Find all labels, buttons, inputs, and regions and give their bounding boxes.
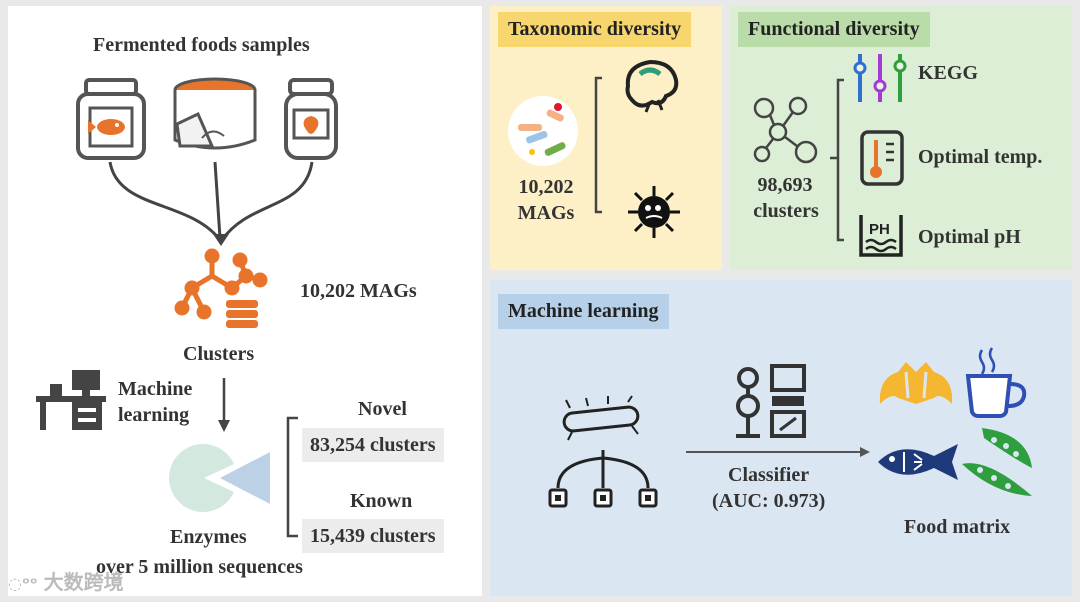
taxonomic-bracket bbox=[594, 76, 602, 214]
thermometer-icon bbox=[860, 130, 904, 186]
desk-computer-icon bbox=[36, 370, 106, 430]
functional-bracket bbox=[830, 78, 844, 242]
optimal-temp-label: Optimal temp. bbox=[918, 146, 1043, 168]
auc-label: (AUC: 0.973) bbox=[712, 490, 826, 512]
fungus-icon bbox=[625, 59, 679, 113]
converging-arrows bbox=[108, 161, 314, 246]
fermented-foods-title: Fermented foods samples bbox=[93, 34, 310, 56]
ph-icon-text: PH bbox=[869, 221, 890, 238]
taxonomic-title: Taxonomic diversity bbox=[498, 12, 692, 47]
classifier-label: Classifier bbox=[728, 464, 810, 486]
virus-icon bbox=[628, 186, 680, 238]
bacterium-tree-icon bbox=[548, 395, 658, 508]
known-count: 15,439 clusters bbox=[302, 519, 444, 553]
kegg-label: KEGG bbox=[918, 62, 979, 84]
jar-strawberry-icon bbox=[284, 78, 338, 160]
novel-count: 83,254 clusters bbox=[302, 428, 444, 462]
jar-fish-icon bbox=[76, 78, 146, 160]
machine-learning-label: Machine learning bbox=[118, 378, 193, 426]
ph-beaker-icon: PH bbox=[859, 215, 903, 257]
mags-count: 10,202 MAGs bbox=[300, 280, 417, 302]
functional-unit: clusters bbox=[753, 200, 819, 222]
clusters-label: Clusters bbox=[183, 343, 255, 365]
kegg-sliders-icon bbox=[853, 54, 907, 102]
mags-petri-icon bbox=[508, 96, 578, 166]
enzyme-icon bbox=[169, 444, 270, 512]
croissant-icon bbox=[879, 362, 953, 404]
peas-icon bbox=[962, 428, 1032, 496]
cheese-icon bbox=[173, 77, 257, 150]
enzymes-label: Enzymes bbox=[170, 526, 247, 548]
molecule-icon bbox=[753, 96, 818, 164]
novel-known-bracket bbox=[286, 416, 298, 538]
ml-title: Machine learning bbox=[498, 294, 669, 329]
food-matrix-label: Food matrix bbox=[904, 516, 1011, 538]
functional-count: 98,693 bbox=[757, 174, 813, 196]
taxonomic-unit: MAGs bbox=[517, 202, 575, 224]
watermark-logo-icon: ◌ᵒᵒ bbox=[8, 574, 38, 593]
sequences-label: over 5 million sequences bbox=[96, 556, 303, 578]
down-arrow bbox=[218, 378, 230, 432]
coffee-cup-icon bbox=[965, 347, 1027, 418]
cluster-network-icon bbox=[174, 248, 268, 328]
fish-icon bbox=[878, 444, 958, 480]
taxonomic-count: 10,202 bbox=[518, 176, 574, 198]
classifier-icon bbox=[736, 364, 806, 438]
functional-title: Functional diversity bbox=[738, 12, 930, 47]
optimal-ph-label: Optimal pH bbox=[918, 226, 1021, 248]
novel-label: Novel bbox=[358, 398, 407, 420]
known-label: Known bbox=[350, 490, 413, 512]
